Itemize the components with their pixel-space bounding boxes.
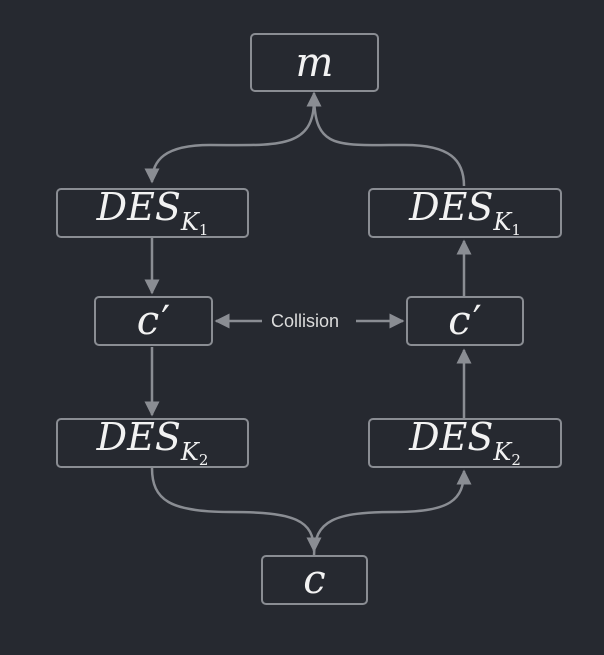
- des-base: DES: [96, 415, 181, 459]
- node-c: c: [261, 555, 368, 605]
- node-des-k1-left-label: DESK1: [97, 188, 209, 238]
- des-base: DES: [409, 415, 494, 459]
- node-c-prime-right: c′: [406, 296, 524, 346]
- des-sub: K: [180, 438, 199, 466]
- edge-m-to-des-k1-left: [144, 99, 316, 184]
- des-subsub: 2: [198, 451, 209, 469]
- edge-des-k1-right-to-m: [306, 91, 466, 187]
- node-c-prime-right-label: c′: [448, 301, 482, 341]
- edge-des-k2-left-to-c: [150, 467, 322, 553]
- prime-mark: ′: [472, 298, 482, 344]
- node-des-k2-left: DESK2: [56, 418, 249, 468]
- des-sub: K: [493, 438, 512, 466]
- des-sub: K: [493, 208, 512, 236]
- node-des-k2-right: DESK2: [368, 418, 562, 468]
- node-m: m: [250, 33, 379, 92]
- node-des-k1-left: DESK1: [56, 188, 249, 238]
- des-base: DES: [409, 185, 494, 229]
- prime-mark: ′: [161, 298, 171, 344]
- node-des-k1-right-label: DESK1: [409, 188, 521, 238]
- node-des-k1-right: DESK1: [368, 188, 562, 238]
- node-des-k2-right-label: DESK2: [409, 418, 521, 468]
- node-des-k2-left-label: DESK2: [97, 418, 209, 468]
- des-subsub: 2: [511, 451, 521, 469]
- node-c-prime-left: c′: [94, 296, 213, 346]
- c-letter: c: [448, 298, 471, 344]
- node-m-label: m: [295, 39, 334, 86]
- des-subsub: 1: [198, 221, 209, 239]
- des-base: DES: [96, 185, 181, 229]
- node-c-prime-left-label: c′: [137, 301, 171, 341]
- collision-label: Collision: [267, 310, 344, 332]
- des-subsub: 1: [511, 221, 521, 239]
- node-c-label: c: [303, 557, 326, 603]
- des-sub: K: [180, 208, 199, 236]
- edge-c-to-des-k2-right: [312, 469, 472, 557]
- c-letter: c: [136, 298, 160, 344]
